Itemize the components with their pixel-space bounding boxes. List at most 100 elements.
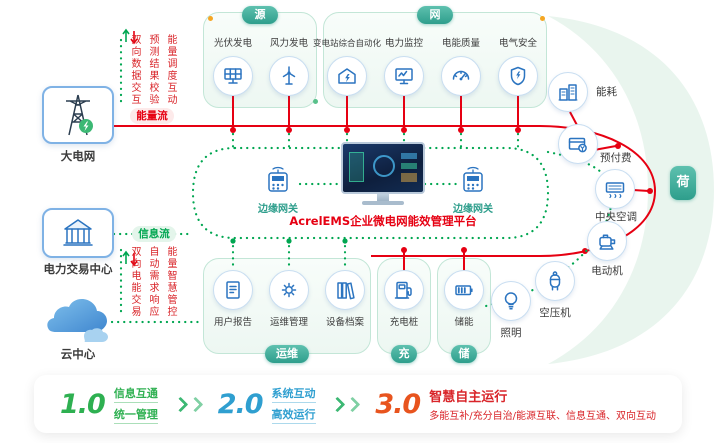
monitor-screen: [341, 142, 425, 194]
stage-3-line2: 多能互补/充分自治/能源互联、信息互通、双向互动: [429, 411, 656, 422]
annotation-data-exchange: 双向数据交互: [129, 34, 140, 106]
node-equipment-archive: [325, 270, 365, 310]
trading-center-label: 电力交易中心: [43, 262, 113, 276]
chevron-right-icons: [172, 396, 204, 412]
section-ops-header: 运维: [265, 345, 309, 363]
node-electrical-safety: [498, 56, 538, 96]
trading-center-box: [42, 208, 114, 258]
stage-1: 1.0 信息互通 统一管理: [60, 385, 158, 424]
node-prepaid: [558, 124, 598, 164]
section-charge-header: 充: [391, 345, 417, 363]
item-label-air-compressor: 空压机: [539, 307, 571, 319]
substation-icon: [338, 68, 356, 84]
item-label-equipment-archive: 设备档案: [325, 317, 364, 328]
books-icon: [337, 282, 355, 300]
node-substation: [327, 56, 367, 96]
monitor-base: [362, 201, 404, 205]
annotation-forecast-check: 预测结果校验: [147, 34, 158, 106]
node-ev-charger: [384, 270, 424, 310]
grid-node-label: 大电网: [60, 149, 96, 163]
node-central-ac: [595, 169, 635, 209]
load-arc-band: [548, 16, 714, 364]
transmission-tower-icon: [66, 94, 93, 136]
item-label-wind: 风力发电: [269, 38, 308, 49]
node-pv: [213, 56, 253, 96]
decor-dot: [208, 16, 213, 21]
stage-1-line2: 统一管理: [113, 406, 158, 424]
section-source-header: 源: [242, 6, 278, 24]
energy-flow-badge: 能量流: [130, 108, 174, 124]
lightbulb-icon: [504, 292, 518, 310]
annotation-power-trade: 双向电能交易: [129, 246, 140, 318]
decor-dot: [313, 99, 318, 104]
annotation-smart-control: 能量智慧管控: [165, 246, 176, 318]
edge-gateway-right-label: 边缘网关: [453, 204, 493, 215]
stage-3-version: 3.0: [375, 388, 421, 420]
stage-2: 2.0 系统互动 高效运行: [218, 385, 316, 424]
stage-2-line2: 高效运行: [271, 406, 316, 424]
info-flow-badge: 信息流: [132, 226, 176, 242]
monitor-stand: [377, 194, 389, 201]
section-grid-header: 网: [417, 6, 453, 24]
section-storage-header: 储: [451, 345, 477, 363]
node-air-compressor: [535, 261, 575, 301]
bidirectional-arrows: [122, 28, 138, 267]
shield-bolt-icon: [510, 66, 526, 86]
annotation-dispatch: 能量调度互动: [165, 34, 176, 106]
section-load-header: 荷: [670, 166, 696, 200]
power-monitor-icon: [395, 68, 413, 85]
node-battery-storage: [444, 270, 484, 310]
annotation-demand-response: 自动需求响应: [147, 246, 158, 318]
buildings-icon: [558, 84, 578, 101]
node-ops-management: [269, 270, 309, 310]
gear-icon: [281, 282, 297, 298]
edge-gateway-right-icon: [458, 164, 488, 200]
chevron-right-icons: [330, 396, 361, 412]
trading-center-icon: [63, 219, 93, 246]
cloud-center-label: 云中心: [60, 347, 96, 361]
stage-2-version: 2.0: [217, 388, 264, 420]
stage-3: 3.0 智慧自主运行 多能互补/充分自治/能源互联、信息互通、双向互动: [375, 386, 656, 422]
gauge-icon: [452, 70, 470, 81]
node-motor: [587, 221, 627, 261]
item-label-central-ac: 中央空调: [595, 211, 637, 223]
info-flow-dots: [230, 238, 348, 244]
air-conditioner-icon: [605, 182, 625, 199]
platform-monitor: [341, 142, 425, 205]
screen-graphic: [401, 163, 417, 169]
solar-panel-icon: [224, 68, 242, 84]
item-label-energy-consumption: 能耗: [596, 86, 617, 98]
screen-graphic: [401, 173, 417, 182]
wind-turbine-icon: [282, 66, 296, 85]
decor-dot: [540, 16, 545, 21]
item-label-ops-management: 运维管理: [269, 317, 308, 328]
battery-icon: [455, 285, 473, 296]
node-user-report: [213, 270, 253, 310]
edge-gateway-left-icon: [263, 164, 293, 200]
item-label-ev-charger: 充电桩: [389, 317, 419, 328]
stage-3-line1: 智慧自主运行: [429, 390, 508, 405]
prepaid-card-icon: [568, 137, 587, 153]
stage-1-version: 1.0: [60, 388, 106, 420]
cloud-icon: [36, 292, 118, 350]
item-label-prepaid: 预付费: [600, 152, 632, 164]
node-energy-consumption: [548, 72, 588, 112]
compressor-icon: [549, 271, 561, 291]
item-label-power-monitor: 电力监控: [384, 38, 423, 49]
stage-1-line1: 信息互通: [113, 385, 158, 403]
node-power-monitor: [384, 56, 424, 96]
item-label-substation: 变电站综合自动化: [312, 39, 381, 49]
screen-graphic: [349, 152, 364, 182]
edge-gateway-left-label: 边缘网关: [258, 204, 298, 215]
node-lighting: [491, 281, 531, 321]
item-label-power-quality: 电能质量: [441, 38, 480, 49]
screen-graphic: [401, 153, 417, 159]
item-label-user-report: 用户报告: [213, 317, 252, 328]
report-icon: [226, 281, 240, 299]
stage-2-line1: 系统互动: [271, 385, 316, 403]
screen-graphic: [373, 155, 395, 177]
node-power-quality: [441, 56, 481, 96]
item-label-pv: 光伏发电: [213, 38, 252, 49]
platform-title: AcrelEMS企业微电网能效管理平台: [289, 214, 477, 228]
